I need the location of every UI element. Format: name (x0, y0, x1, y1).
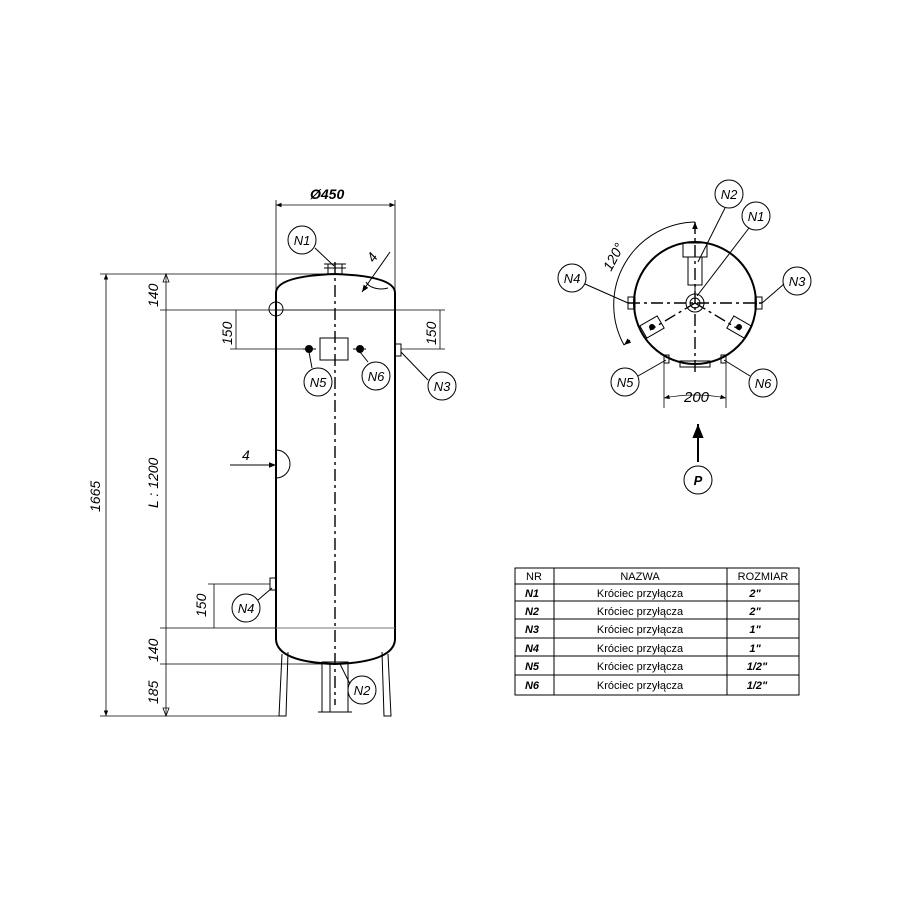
table-header-nr: NR (526, 571, 542, 583)
table-row-name: Króciec przyłącza (597, 643, 684, 655)
table-header-size: ROZMIAR (738, 571, 789, 583)
dim-n5-offset: 150 (219, 310, 303, 350)
table-row-name: Króciec przyłącza (597, 588, 684, 600)
table-row-nr: N1 (525, 588, 539, 600)
top-callout-n2: N2 (697, 179, 744, 263)
table-row-name: Króciec przyłącza (597, 680, 684, 692)
table-row-size: 1/2" (747, 680, 768, 692)
table-row-name: Króciec przyłącza (597, 624, 684, 636)
table-row-nr: N2 (525, 606, 539, 618)
dim-span: 200 (663, 363, 727, 408)
sight-port-shape (268, 301, 284, 317)
top-callout-n4-label: N4 (564, 271, 581, 286)
callout-n2: N2 (339, 663, 377, 705)
table-row-size: 1" (749, 643, 761, 655)
callout-n6: N6 (359, 351, 391, 391)
dim-legs-label: 185 (145, 680, 161, 704)
top-callout-n3-label: N3 (789, 274, 806, 289)
pad-n5-n6 (303, 337, 366, 361)
nozzle-n3-shape (394, 343, 402, 357)
table-row-nr: N6 (525, 680, 540, 692)
table-header-name: NAZWA (620, 571, 660, 583)
dim-top-head-label: 140 (145, 283, 161, 307)
dim-n5-offset-label: 150 (219, 321, 235, 345)
table-row-nr: N4 (525, 643, 539, 655)
top-callout-n5-label: N5 (617, 375, 634, 390)
table-row-name: Króciec przyłącza (597, 606, 684, 618)
callout-n4-label: N4 (238, 601, 255, 616)
top-callout-n3: N3 (761, 266, 812, 304)
callout-n3-label: N3 (434, 379, 451, 394)
callout-n1: N1 (287, 225, 335, 267)
table-row-nr: N3 (525, 624, 539, 636)
dim-length-label: L : 1200 (145, 457, 161, 508)
view-mark-label: P (694, 473, 703, 488)
dim-bottom-head-label: 140 (145, 638, 161, 662)
top-callout-n4: N4 (557, 263, 629, 304)
top-pad-right (726, 315, 752, 339)
nozzle-n1-shape (324, 263, 346, 275)
callout-n5: N5 (303, 351, 333, 397)
dim-n4-offset: 150 (193, 583, 270, 628)
table-row-name: Króciec przyłącza (597, 661, 684, 673)
angle-arc (613, 221, 696, 346)
dim-column: 140 L : 1200 140 185 (145, 272, 395, 718)
dim-n3-offset-label: 150 (423, 321, 439, 345)
dim-overall: 1665 (87, 273, 328, 717)
weld-side-symbol: 4 (230, 447, 291, 479)
weld-top-symbol: 4 (361, 249, 391, 293)
angle-label: 120° (600, 240, 628, 273)
dim-n4-offset-label: 150 (193, 593, 209, 617)
callout-n5-label: N5 (310, 375, 327, 390)
table-row-size: 2" (748, 606, 761, 618)
callout-n2-label: N2 (354, 683, 371, 698)
top-view: 120° 200 P N2 N1 N4 (557, 179, 812, 495)
top-callout-n6-label: N6 (755, 376, 772, 391)
weld-side-label: 4 (242, 447, 250, 463)
table-row-size: 1" (749, 624, 761, 636)
callout-n3: N3 (400, 351, 457, 401)
top-callout-n5: N5 (610, 359, 667, 397)
callout-n6-label: N6 (368, 369, 385, 384)
dim-span-label: 200 (683, 389, 710, 406)
side-view: 4 4 Ø450 1665 (87, 186, 457, 718)
top-callout-n6: N6 (723, 359, 778, 398)
table-row-size: 1/2" (747, 661, 768, 673)
dim-overall-label: 1665 (87, 481, 103, 512)
dim-diameter: Ø450 (275, 186, 396, 292)
weld-top-label: 4 (363, 249, 381, 265)
table-row-size: 2" (748, 588, 761, 600)
dim-diameter-label: Ø450 (310, 186, 344, 202)
callout-n1-label: N1 (294, 233, 311, 248)
callout-n4: N4 (231, 587, 273, 623)
top-pad-left (639, 315, 665, 339)
dim-n3-offset: 150 (395, 309, 445, 350)
table-row-nr: N5 (525, 661, 540, 673)
view-arrow: P (683, 424, 713, 495)
top-callout-n1: N1 (696, 201, 771, 297)
nozzle-table: NR NAZWA ROZMIAR N1 Króciec przyłącza 2"… (514, 567, 800, 696)
top-callout-n1-label: N1 (748, 209, 765, 224)
top-callout-n2-label: N2 (721, 187, 738, 202)
